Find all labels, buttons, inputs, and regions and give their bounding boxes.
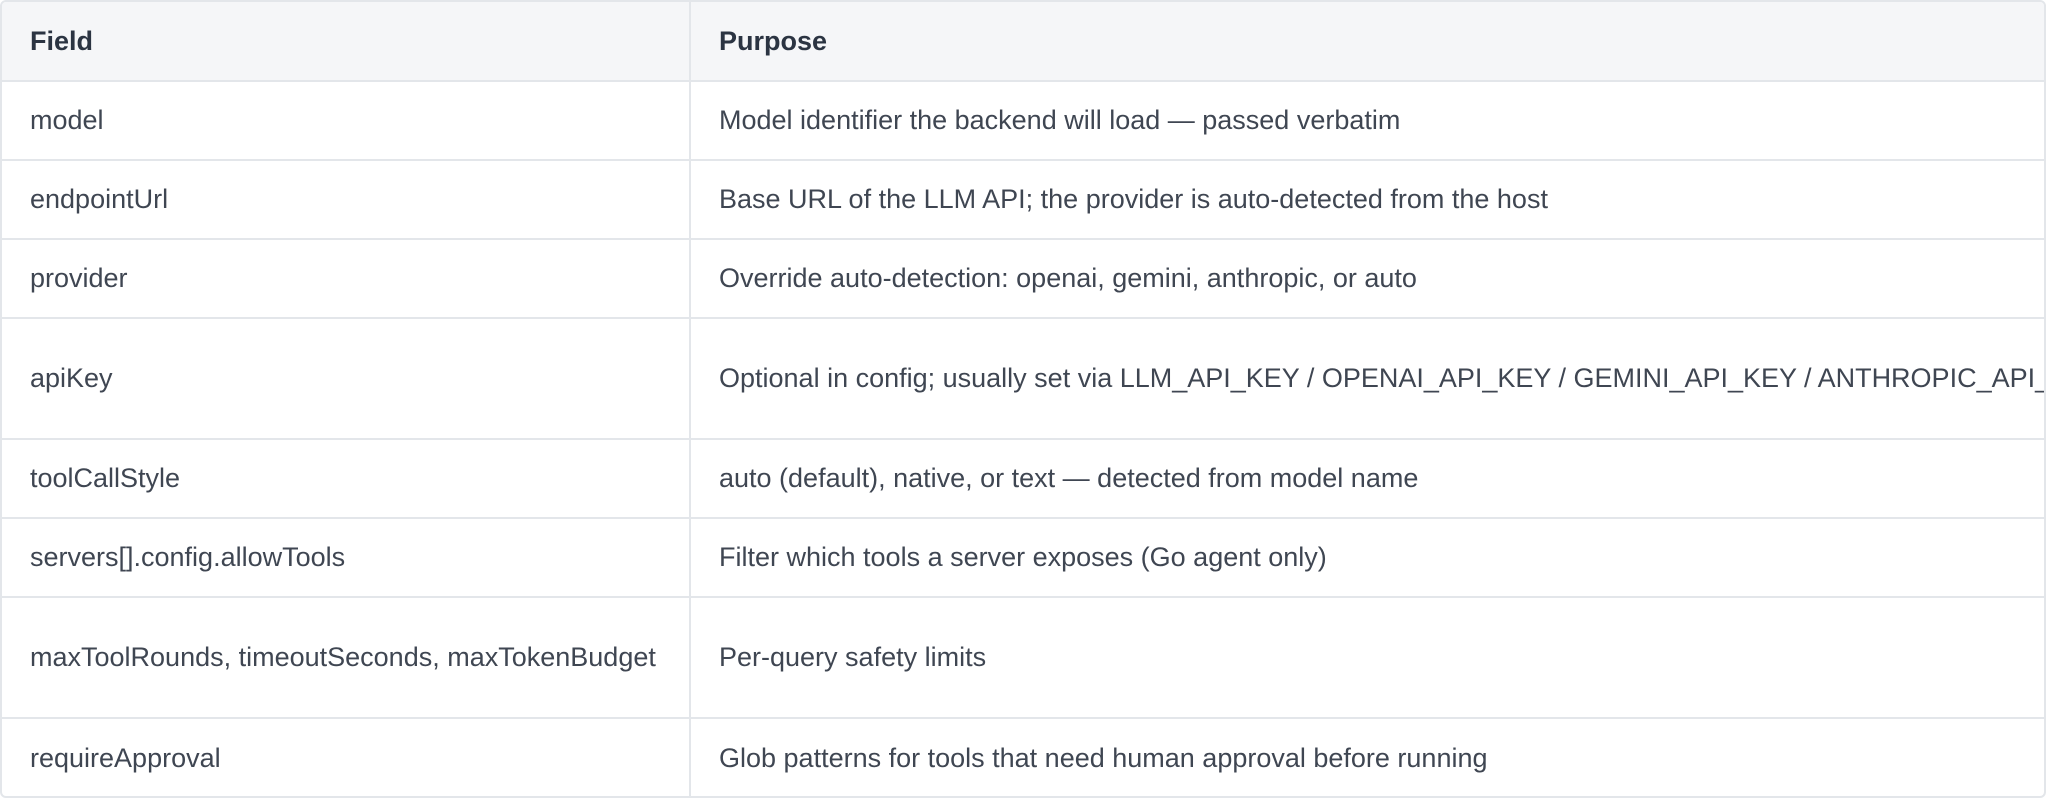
purpose-cell: Per-query safety limits <box>690 597 2044 719</box>
field-cell: model <box>2 81 691 161</box>
field-cell: endpointUrl <box>2 160 691 240</box>
field-cell: servers[].config.allowTools <box>2 518 691 598</box>
purpose-cell: Override auto-detection: openai, gemini,… <box>690 239 2044 319</box>
table-row: endpointUrl Base URL of the LLM API; the… <box>2 160 2044 240</box>
field-cell: maxToolRounds, timeoutSeconds, maxTokenB… <box>2 597 691 719</box>
purpose-cell: auto (default), native, or text — detect… <box>690 439 2044 519</box>
table-row: model Model identifier the backend will … <box>2 81 2044 161</box>
purpose-cell: Filter which tools a server exposes (Go … <box>690 518 2044 598</box>
column-header-purpose: Purpose <box>690 2 2044 82</box>
purpose-cell: Base URL of the LLM API; the provider is… <box>690 160 2044 240</box>
table-row: requireApproval Glob patterns for tools … <box>2 718 2044 796</box>
field-cell: apiKey <box>2 318 691 440</box>
purpose-cell: Model identifier the backend will load —… <box>690 81 2044 161</box>
table-row: maxToolRounds, timeoutSeconds, maxTokenB… <box>2 597 2044 719</box>
purpose-cell: Glob patterns for tools that need human … <box>719 742 1488 773</box>
table-row: toolCallStyle auto (default), native, or… <box>2 439 2044 519</box>
field-cell: requireApproval <box>2 718 691 796</box>
field-cell: toolCallStyle <box>2 439 691 519</box>
field-cell: provider <box>2 239 691 319</box>
table-header-row: Field Purpose <box>2 2 2044 82</box>
table-row: servers[].config.allowTools Filter which… <box>2 518 2044 598</box>
column-header-field: Field <box>2 2 691 82</box>
table-row: provider Override auto-detection: openai… <box>2 239 2044 319</box>
purpose-cell: Optional in config; usually set via LLM_… <box>690 318 2044 440</box>
table-row: apiKey Optional in config; usually set v… <box>2 318 2044 440</box>
